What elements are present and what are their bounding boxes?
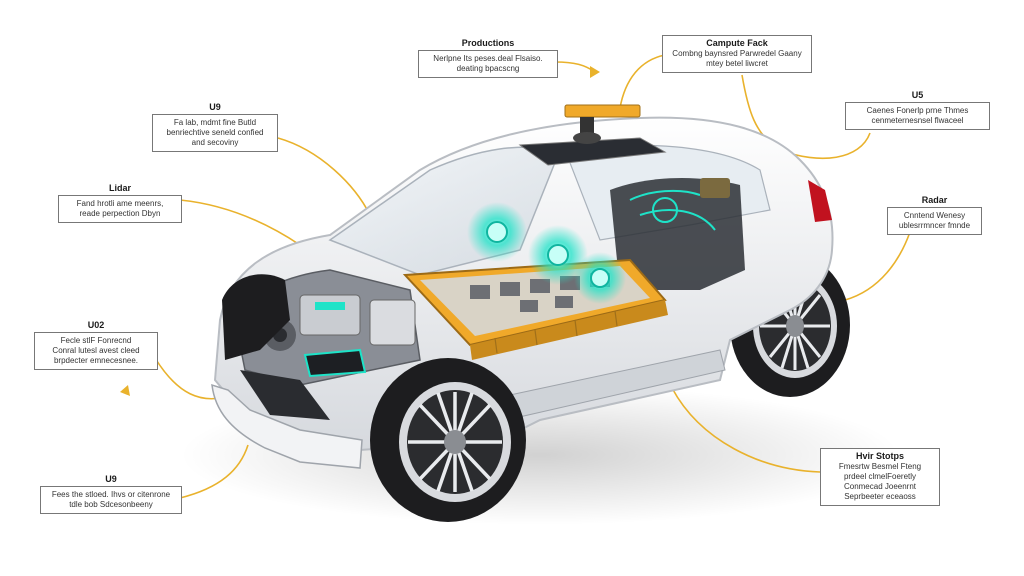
callout-computer: Campute Fack Combng baynsred Parwredel G… (662, 35, 812, 73)
callout-line: Fees the stloed. Ihvs or citenrone (51, 490, 171, 499)
callout-box: Fand hrotli ame meenrs, reade perpection… (58, 195, 182, 223)
callout-line: Conral lutesl avest cleed (52, 346, 140, 355)
callout-line: ublesrrmncer fmnde (898, 221, 971, 230)
front-bumper (211, 383, 363, 469)
leader-hiv (671, 387, 821, 473)
callout-line: reade perpection Dbyn (79, 209, 161, 218)
callout-line: Fecle stlF Fonrecnd (60, 336, 132, 345)
callout-line: Cnntend Wenesy (903, 211, 966, 220)
callout-line: Fand hrotli ame meenrs, (76, 199, 164, 208)
callout-box: Caenes Fonerlp prne Thmes cenmeternesnse… (845, 102, 990, 130)
callout-title: Productions (461, 38, 515, 48)
roof-sensor-bar (564, 104, 641, 144)
cabin-interior (610, 178, 745, 290)
callout-line: Conmecad Joeenrnt (843, 482, 917, 491)
callout-line: brpdecter emnecesnee. (53, 356, 139, 365)
callout-u02: U02 Fecle stlF Fonrecnd Conral lutesl av… (34, 320, 158, 370)
callout-productions: Productions Nerlpne Its peses.deal Flsai… (418, 38, 558, 78)
callout-u5: U5 Caenes Fonerlp prne Thmes cenmeternes… (845, 90, 990, 130)
callout-title: U5 (911, 90, 924, 100)
callout-line: Fa lab, mdmt fine Butld (173, 118, 257, 127)
callout-line: Seprbeeter eceaoss (844, 492, 916, 501)
arrow-u02 (120, 385, 130, 396)
callout-title: U02 (87, 320, 105, 330)
callout-box: Fees the stloed. Ihvs or citenrone tdle … (40, 486, 182, 514)
leader-radar (844, 231, 911, 301)
callout-hiv-stotps: Hvir Stotps Fmesrtw Besmel Fteng prdeel … (820, 448, 940, 506)
callout-box: Nerlpne Its peses.deal Flsaiso. deating … (418, 50, 558, 78)
callout-box: Fecle stlF Fonrecnd Conral lutesl avest … (34, 332, 158, 370)
callout-title: Campute Fack (706, 38, 768, 48)
callout-line: mtey betel liwcret (706, 59, 768, 68)
callout-line: cenmeternesnsel flwaceel (871, 116, 964, 125)
callout-box: Fa lab, mdmt fine Butld benriechtive sen… (152, 114, 278, 152)
front-left-wheel (370, 358, 526, 522)
headlight (303, 348, 367, 378)
callout-line: tdle bob Sdcesonbeeny (69, 500, 153, 509)
callout-title: Lidar (108, 183, 131, 193)
callout-title: Hvir Stotps (855, 451, 904, 461)
callout-box: Hvir Stotps Fmesrtw Besmel Fteng prdeel … (820, 448, 940, 506)
callout-lidar: Lidar Fand hrotli ame meenrs, reade perp… (58, 183, 182, 223)
leader-lidar (179, 199, 301, 246)
front-grille (240, 370, 330, 420)
callout-bottom-u9: U9 Fees the stloed. Ihvs or citenrone td… (40, 474, 182, 514)
callout-title: U9 (105, 474, 117, 484)
callout-u9: U9 Fa lab, mdmt fine Butld benriechtive … (152, 102, 278, 152)
callout-line: Fmesrtw Besmel Fteng (838, 462, 922, 471)
callout-line: benriechtive seneld confied (166, 128, 264, 137)
callout-line: and secoviny (191, 138, 239, 147)
callout-line: prdeel clmelFoeretly (843, 472, 917, 481)
callout-radar: Radar Cnntend Wenesy ublesrrmncer fmnde (887, 195, 982, 235)
leader-productions (554, 61, 596, 73)
sunroof (518, 137, 667, 166)
callout-line: Combng baynsred Parwredel Gaany (672, 49, 802, 58)
leader-computer (619, 54, 666, 109)
front-right-wheel (222, 274, 290, 360)
callout-line: Caenes Fonerlp prne Thmes (866, 106, 969, 115)
callout-title: U9 (209, 102, 221, 112)
callout-title: Radar (921, 195, 948, 205)
callout-line: deating bpacscng (456, 64, 520, 73)
arrow-productions (590, 66, 600, 78)
glowing-sensor-nodes (467, 202, 626, 304)
callout-box: Cnntend Wenesy ublesrrmncer fmnde (887, 207, 982, 235)
tail-light (808, 180, 832, 222)
leader-bottom-u9 (179, 444, 249, 499)
callout-line: Nerlpne Its peses.deal Flsaiso. (433, 54, 543, 63)
callout-box: Campute Fack Combng baynsred Parwredel G… (662, 35, 812, 73)
leader-u9 (277, 137, 371, 216)
